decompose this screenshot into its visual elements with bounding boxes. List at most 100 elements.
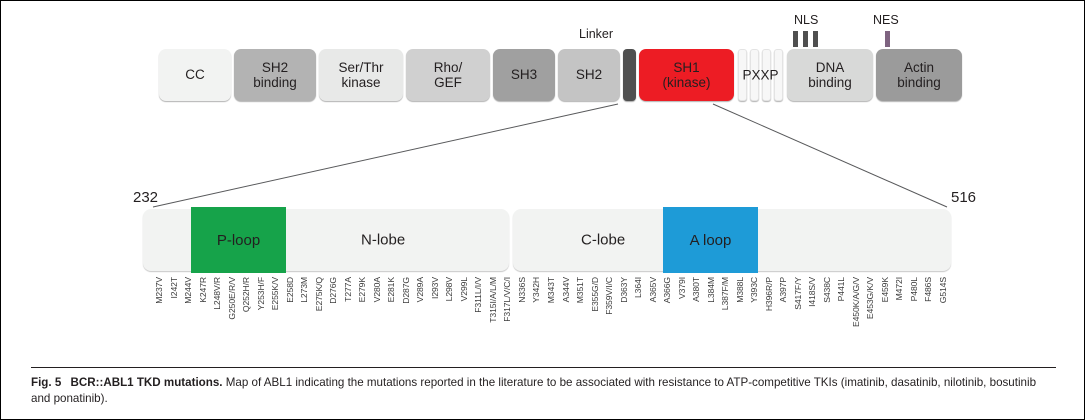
domain-box-sh3: SH3 — [493, 49, 555, 101]
mutation-label: F317L/V/C/I — [502, 277, 513, 322]
kinase-c-lobe-segment: C-lobe A loop — [513, 207, 951, 273]
domain-label-line2: binding — [808, 75, 852, 90]
domain-label-line1: Rho/ — [433, 59, 463, 75]
nls-tick-3 — [813, 31, 818, 47]
kinase-n-lobe-segment: P-loop N-lobe — [143, 207, 509, 273]
a-loop-label: A loop — [689, 231, 732, 249]
mutation-label: H396R/P — [763, 277, 774, 312]
mutation-label: P441L — [836, 277, 847, 302]
p-loop-region: P-loop — [191, 207, 286, 273]
mutation-label: M388L — [734, 277, 745, 303]
mutation-label: Y342H — [531, 277, 542, 303]
mutation-label: E355G/D — [589, 277, 600, 312]
mutation-label: A365V — [647, 277, 658, 303]
mutation-label: M244V — [183, 277, 194, 304]
mutation-label: V289A — [415, 277, 426, 303]
residue-range-end: 516 — [951, 189, 977, 206]
mutation-label: M472I — [894, 277, 905, 301]
domain-label-line2: binding — [897, 75, 941, 90]
mutation-label: D363Y — [618, 277, 629, 303]
mutation-label: I242T — [168, 277, 179, 299]
mutation-label: A366G — [662, 277, 673, 304]
mutation-label: M237V — [154, 277, 164, 304]
kinase-domain-bar: P-loop N-lobe C-lobe A loop — [143, 207, 951, 273]
mutation-label: M351T — [575, 277, 586, 304]
pxxp-bar-2 — [750, 49, 759, 101]
mutation-label: K247R — [197, 277, 208, 303]
domain-label-line1: SH3 — [510, 67, 538, 83]
domain-label-line1: Ser/Thr — [338, 59, 384, 75]
mutation-label: G250E/R/V — [226, 277, 237, 320]
mutation-label: L387F/M — [720, 277, 731, 311]
domain-box-rho-: Rho/GEF — [406, 49, 490, 101]
mutation-label: L248V/R — [212, 277, 223, 310]
domain-label-line1: DNA — [815, 59, 845, 75]
pxxp-bar-3 — [762, 49, 771, 101]
nls-tick-marks — [793, 31, 818, 47]
mutation-label: D287G — [400, 277, 411, 304]
figure-number: Fig. 5 — [31, 376, 62, 389]
mutation-label: S438C — [821, 277, 832, 303]
c-lobe-label: C-lobe — [581, 231, 626, 249]
mutation-label: Y393C — [749, 277, 760, 303]
mutation-label: V299L — [458, 277, 469, 302]
domain-label-line2: (kinase) — [662, 75, 711, 90]
mutation-label: E281K — [386, 277, 397, 303]
caption-divider — [31, 367, 1056, 368]
mutation-label: T315I/A/L/M — [487, 277, 498, 323]
mutation-label: F311L/I/V — [473, 277, 484, 313]
mutation-label: Q252H/R — [241, 277, 252, 313]
mutation-label: E459K — [879, 277, 890, 303]
linker-bar — [623, 49, 636, 101]
domain-box-sh2: SH2 — [558, 49, 620, 101]
residue-range-start: 232 — [133, 189, 159, 206]
nls-tick-2 — [803, 31, 808, 47]
p-loop-label: P-loop — [216, 231, 261, 249]
mutation-label: V280A — [371, 277, 382, 303]
mutation-label: L298V — [444, 277, 455, 302]
mutation-label: V379I — [676, 277, 687, 299]
domain-label-line2: kinase — [341, 75, 381, 90]
mutation-label: E258D — [284, 277, 295, 303]
mutation-label: A397P — [778, 277, 789, 303]
mutation-label: L364I — [633, 277, 644, 299]
a-loop-region: A loop — [663, 207, 758, 273]
mutation-label: E275K/Q — [313, 277, 324, 312]
nes-annotation-label: NES — [873, 13, 899, 27]
mutation-label: E255K/V — [270, 277, 281, 311]
mutation-label: E279K — [357, 277, 368, 303]
mutation-label: M343T — [546, 277, 556, 304]
figure-caption-text: Map of ABL1 indicating the mutations rep… — [31, 376, 1037, 406]
mutation-label: D276G — [328, 277, 339, 304]
nls-tick-1 — [793, 31, 798, 47]
mutation-label: A344V — [560, 277, 571, 303]
figure-title: BCR::ABL1 TKD mutations. — [70, 376, 223, 389]
domain-label-line1: SH2 — [261, 59, 289, 75]
mutation-label: I418S/V — [807, 277, 818, 307]
pxxp-region: PXXP — [737, 49, 784, 101]
domain-label-line2: binding — [253, 75, 297, 90]
mutation-label: L384M — [705, 277, 716, 303]
mutation-label: S417F/Y — [792, 277, 803, 310]
domain-label-line1: SH2 — [575, 67, 603, 83]
mutation-label: L273M — [299, 277, 310, 303]
domain-box-cc: CC — [159, 49, 231, 101]
mutation-label: E453G/K/V — [865, 277, 876, 320]
mutation-label: N336S — [516, 277, 527, 303]
domain-box-sh1: SH1(kinase) — [639, 49, 734, 101]
pxxp-bar-4 — [774, 49, 783, 101]
mutation-label: F486S — [923, 277, 934, 302]
mutation-label: E450K/A/G/V — [850, 277, 861, 328]
domain-label-line1: Actin — [903, 59, 934, 75]
mutation-label: Y253H/F — [255, 277, 266, 311]
domain-label-line2: GEF — [434, 75, 462, 90]
domain-label-line1: CC — [185, 67, 205, 83]
n-lobe-label: N-lobe — [361, 231, 406, 249]
